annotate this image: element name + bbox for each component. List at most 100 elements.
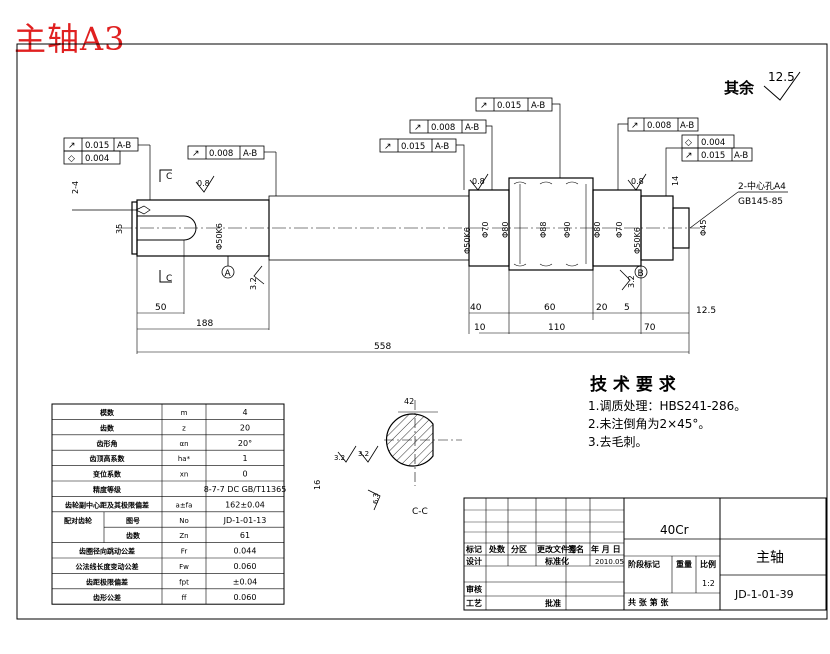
gear-table-cell: fpt [179, 578, 189, 586]
svg-text:12.5: 12.5 [696, 306, 716, 316]
gear-table-cell: 齿数 [100, 423, 115, 432]
svg-text:C: C [166, 172, 172, 182]
dimension-values: 50 188 558 40 10 60 110 20 5 70 12.5 [155, 303, 716, 352]
svg-text:审核: 审核 [466, 584, 482, 594]
gear-table-cell: 模数 [100, 408, 115, 417]
gear-table-cell: JD-1-01-13 [223, 516, 267, 525]
gear-table-cell: 精度等级 [93, 485, 122, 494]
center-hole-note: 2-中心孔A4 [738, 180, 786, 192]
svg-text:3.2: 3.2 [249, 277, 258, 290]
svg-text:42: 42 [404, 397, 414, 406]
svg-text:0.008: 0.008 [647, 121, 671, 131]
svg-text:更改文件号: 更改文件号 [537, 544, 577, 554]
gear-table-row: 齿形公差 ff 0.060 [52, 588, 284, 602]
svg-text:B: B [638, 269, 644, 279]
gear-table-cell: 0.060 [234, 593, 257, 602]
gear-table-cell: αn [179, 440, 188, 448]
section-label: C-C [412, 507, 428, 517]
svg-text:↗: ↗ [685, 151, 693, 161]
svg-text:◇: ◇ [685, 138, 692, 148]
svg-text:批准: 批准 [545, 598, 561, 608]
gdt-frame-9: ↗ 0.015 A-B [681, 147, 753, 162]
gear-table-cell: 公法线长度变动公差 [76, 562, 139, 571]
svg-text:↗: ↗ [631, 121, 639, 131]
gear-table-cell: ±0.04 [233, 577, 258, 586]
svg-text:0.015: 0.015 [85, 141, 109, 151]
gear-table-cell: 图号 [126, 516, 140, 525]
gear-table-cell: 齿顶高系数 [90, 454, 126, 463]
center-hole-std: GB145-85 [738, 197, 783, 207]
roughness-symbol [763, 71, 801, 101]
gdt-frame-8: ◇ 0.004 [681, 134, 735, 149]
svg-text:签名: 签名 [567, 544, 584, 554]
gdt-frame-4: ↗ 0.015 A-B [379, 138, 457, 153]
gear-table-cell: Fr [181, 548, 188, 556]
svg-text:70: 70 [644, 323, 656, 333]
tech-req-item-3: 3.去毛刺。 [588, 435, 647, 449]
svg-text:0.004: 0.004 [85, 154, 109, 164]
diameter-labels: Φ50K6 Φ50K6 Φ70 Φ80 Φ88 Φ90 Φ80 Φ70 Φ50K… [71, 176, 708, 254]
tech-req-heading: 技 术 要 求 [590, 374, 676, 395]
gear-table-cell: 1 [242, 454, 247, 463]
gear-table-cell: 齿形角 [97, 439, 118, 448]
gear-table-cell: 齿轮副中心距及其极限偏差 [65, 500, 149, 509]
scale: 1:2 [702, 579, 715, 588]
gear-table-cell: 齿距极限偏差 [86, 577, 128, 586]
svg-text:0.015: 0.015 [401, 142, 425, 152]
roughness-values: 0.8 0.8 0.8 3.2 3.2 [197, 177, 644, 290]
svg-text:工艺: 工艺 [466, 598, 482, 608]
svg-text:↗: ↗ [192, 149, 200, 159]
svg-text:分区: 分区 [511, 544, 527, 554]
gear-table-cell: 变位系数 [93, 470, 122, 479]
svg-text:40: 40 [470, 303, 482, 313]
svg-text:Φ70: Φ70 [615, 222, 624, 238]
svg-text:14: 14 [671, 176, 680, 186]
gdt-frame-6: ↗ 0.015 A-B [475, 97, 553, 112]
svg-text:0.015: 0.015 [497, 101, 521, 111]
gear-table-cell: No [179, 517, 189, 525]
title-block-labels: 标记 处数 分区 更改文件号 签名 年 月 日 设计 标准化 2010.05 阶… [465, 544, 716, 608]
svg-text:16: 16 [313, 480, 322, 490]
svg-text:◇: ◇ [68, 154, 75, 164]
gear-table-cell: 20 [240, 423, 250, 432]
svg-text:0.008: 0.008 [209, 149, 233, 159]
svg-text:110: 110 [548, 323, 565, 333]
material: 40Cr [660, 523, 689, 537]
svg-text:↗: ↗ [414, 123, 422, 133]
svg-text:10: 10 [474, 323, 486, 333]
gear-table-cell: 20° [238, 439, 252, 448]
svg-text:35: 35 [115, 224, 124, 234]
svg-text:60: 60 [544, 303, 556, 313]
svg-text:188: 188 [196, 319, 213, 329]
gear-table-row: 齿形角 αn 20° [52, 434, 284, 448]
svg-text:标记: 标记 [465, 544, 482, 554]
svg-text:0.8: 0.8 [631, 177, 644, 186]
roughness-rest-value: 12.5 [768, 70, 795, 84]
gear-table-cell: ff [182, 594, 187, 602]
gear-teeth [513, 181, 587, 267]
gear-table-cell: 61 [240, 531, 250, 540]
gear-table-cell: Zn [179, 532, 188, 540]
gear-table-cell: 0 [242, 470, 247, 479]
svg-text:Φ88: Φ88 [539, 222, 548, 238]
svg-text:Φ50K6: Φ50K6 [463, 227, 472, 254]
roughness-marks [195, 173, 647, 291]
svg-text:558: 558 [374, 342, 391, 352]
tech-req-item-2: 2.未注倒角为2×45°。 [588, 416, 710, 431]
svg-text:↗: ↗ [384, 142, 392, 152]
center-hole-leader [689, 191, 739, 229]
gear-table-cell: ha* [178, 455, 191, 463]
gdt-frame-7: ↗ 0.008 A-B [627, 117, 699, 132]
svg-text:A-B: A-B [243, 149, 257, 159]
svg-text:A-B: A-B [680, 121, 694, 131]
svg-text:0.8: 0.8 [472, 177, 485, 186]
gdt-leaders-mid [456, 103, 561, 190]
gear-table-cell: 齿形公差 [93, 593, 121, 602]
svg-text:5: 5 [624, 303, 630, 313]
